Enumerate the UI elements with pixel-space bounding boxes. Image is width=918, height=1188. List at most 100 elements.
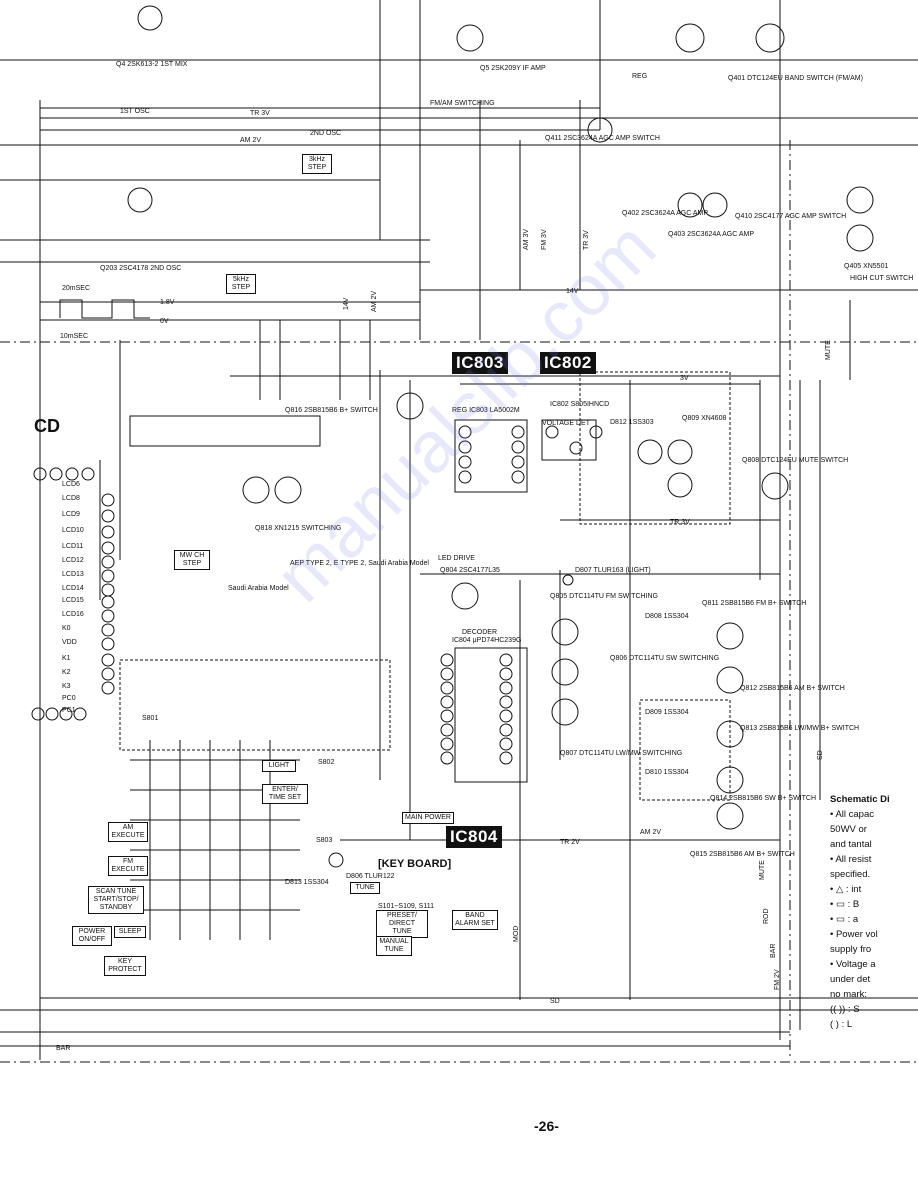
mod-rail-label: MOD (513, 926, 520, 942)
light-key[interactable]: LIGHT (262, 760, 296, 772)
saudi-label: Saudi Arabia Model (228, 585, 289, 592)
q402-label: Q402 2SC3624A AGC AMP (622, 210, 708, 217)
q816-label: Q816 2SB815B6 B+ SWITCH (285, 407, 378, 414)
ic804-part-label: IC804 μPD74HC239G (452, 637, 521, 644)
d807-label: D807 TLUR163 (LIGHT) (575, 567, 651, 574)
notes-heading: Schematic Di (830, 794, 890, 805)
notes-line: • All capac (830, 809, 874, 820)
q4-label: Q4 2SK613-2 1ST MIX (116, 61, 188, 68)
aep-type-label: AEP TYPE 2, E TYPE 2, Saudi Arabia Model (290, 560, 429, 567)
notes-line: supply fro (830, 944, 872, 955)
notes-line: and tantal (830, 839, 872, 850)
mute-rail-label: MUTE (825, 340, 832, 360)
voltage-det-label: VOLTAGE DET (542, 420, 591, 427)
lcd-pin-label: LCD11 (62, 543, 83, 550)
sleep-key[interactable]: SLEEP (114, 926, 146, 938)
notes-line: • ▭ : B (830, 899, 860, 910)
manual-tune-key[interactable]: MANUAL TUNE (376, 936, 412, 956)
reg-label: REG (632, 73, 647, 80)
rod-label: ROD (763, 908, 770, 924)
fm3v-rail-label: FM 3V (541, 229, 548, 250)
notes-line: no mark: (830, 989, 867, 1000)
lcd-pin-label: K1 (62, 655, 71, 662)
v3-label: 3V (680, 375, 689, 382)
tr2v-label: TR 2V (560, 839, 580, 846)
band-alarm-set-key[interactable]: BAND ALARM SET (452, 910, 498, 930)
lcd-pin-label: PC1 (62, 707, 76, 714)
fm2v-rail-label: FM 2V (774, 969, 781, 990)
scan-tune-key[interactable]: SCAN TUNE START/STOP/ STANDBY (88, 886, 144, 914)
bar-rail-label: BAR (770, 944, 777, 958)
s802-label: S802 (318, 759, 334, 766)
key-protect-key[interactable]: KEY PROTECT (104, 956, 146, 976)
led-drive-label: LED DRIVE (438, 555, 475, 562)
q203-label: Q203 2SC4178 2ND OSC (100, 265, 181, 272)
ms10-label: 10mSEC (60, 333, 88, 340)
q808-label: Q808 DTC124EU MUTE SWITCH (742, 457, 848, 464)
ic803-part-label: REG IC803 LA5002M (452, 407, 520, 414)
high-cut-label: HIGH CUT SWITCH (850, 275, 913, 282)
lcd-pin-labels: LCD6LCD8LCD9LCD10LCD11LCD12LCD13LCD14LCD… (62, 481, 84, 714)
fm-execute-key[interactable]: FM EXECUTE (108, 856, 148, 876)
q403-label: Q403 2SC3624A AGC AMP (668, 231, 754, 238)
v14-rail-label: 14V (343, 297, 350, 310)
d809-label: D809 1SS304 (645, 709, 689, 716)
q411-label: Q411 2SC3624A AGC AMP SWITCH (545, 135, 660, 142)
sd-rail-label: SD (817, 750, 824, 760)
q811-label: Q811 2SB815B6 FM B+ SWITCH (702, 600, 806, 607)
lcd-pin-label: LCD8 (62, 495, 80, 502)
q806-label: Q806 DTC114TU SW SWITCHING (610, 655, 719, 662)
tr3v-label: TR 3V (250, 110, 270, 117)
lcd-pin-label: PC0 (62, 695, 76, 702)
q818-label: Q818 XN1215 SWITCHING (255, 525, 341, 532)
notes-line: • All resist (830, 854, 872, 865)
enter-time-set-key[interactable]: ENTER/ TIME SET (262, 784, 308, 804)
q815-label: Q815 2SB815B6 AM B+ SWITCH (690, 851, 795, 858)
q405-label: Q405 XN5501 (844, 263, 888, 270)
key-board-title: [KEY BOARD] (378, 858, 452, 870)
schematic-notes: Schematic Di • All capac 50WV or and tan… (830, 792, 918, 1032)
main-power-key[interactable]: MAIN POWER (402, 812, 454, 824)
lcd-pin-label: K0 (62, 625, 71, 632)
q804-label: Q804 2SC4177L35 (440, 567, 500, 574)
notes-lines: • All capac 50WV or and tantal• All resi… (830, 807, 918, 1032)
lcd-pin-label: K2 (62, 669, 71, 676)
osc2-label: 2ND OSC (310, 130, 341, 137)
am3v-rail-label: AM 3V (523, 229, 530, 250)
notes-line: under det (830, 974, 871, 985)
page-number: -26- (534, 1118, 559, 1134)
ms20-label: 20mSEC (62, 285, 90, 292)
fm-am-switching-label: FM/AM SWITCHING (430, 100, 495, 107)
notes-line: • △ : int (830, 884, 862, 895)
am2v-label: AM 2V (240, 137, 261, 144)
v0-label: 0V (160, 318, 169, 325)
d813-label: D813 1SS304 (285, 879, 329, 886)
lcd-pin-label: LCD10 (62, 527, 84, 534)
q813-label: Q813 2SB815B6 LW/MW B+ SWITCH (740, 725, 859, 732)
lcd-pin-label: LCD9 (62, 511, 80, 518)
tune-key[interactable]: TUNE (350, 882, 380, 894)
lcd-pin-label: LCD6 (62, 481, 80, 488)
lcd-pin-label: K3 (62, 683, 71, 690)
s801-label: S801 (142, 715, 158, 722)
lcd-title: CD (34, 416, 60, 436)
step-3k-box: 3kHz STEP (302, 154, 332, 174)
lcd-pin-label: VDD (62, 639, 77, 646)
ic802-badge: IC802 (540, 352, 596, 374)
s803-label: S803 (316, 837, 332, 844)
am2v-lower-label: AM 2V (640, 829, 661, 836)
mw-ch-step-box: MW CH STEP (174, 550, 210, 570)
q5-label: Q5 2SK209Y IF AMP (480, 65, 546, 72)
lcd-pin-label: LCD14 (62, 585, 84, 592)
mute-lower-label: MUTE (759, 860, 766, 880)
am-execute-key[interactable]: AM EXECUTE (108, 822, 148, 842)
ic802-part-label: IC802 S805IHNCD (550, 401, 609, 408)
power-key[interactable]: POWER ON/OFF (72, 926, 112, 946)
preset-direct-tune-key[interactable]: PRESET/ DIRECT TUNE (376, 910, 428, 938)
decoder-label: DECODER (462, 629, 497, 636)
notes-line: ( ) : L (830, 1019, 853, 1030)
keys-row-label: S101~S109, S111 (378, 903, 434, 910)
d810-label: D810 1SS304 (645, 769, 689, 776)
